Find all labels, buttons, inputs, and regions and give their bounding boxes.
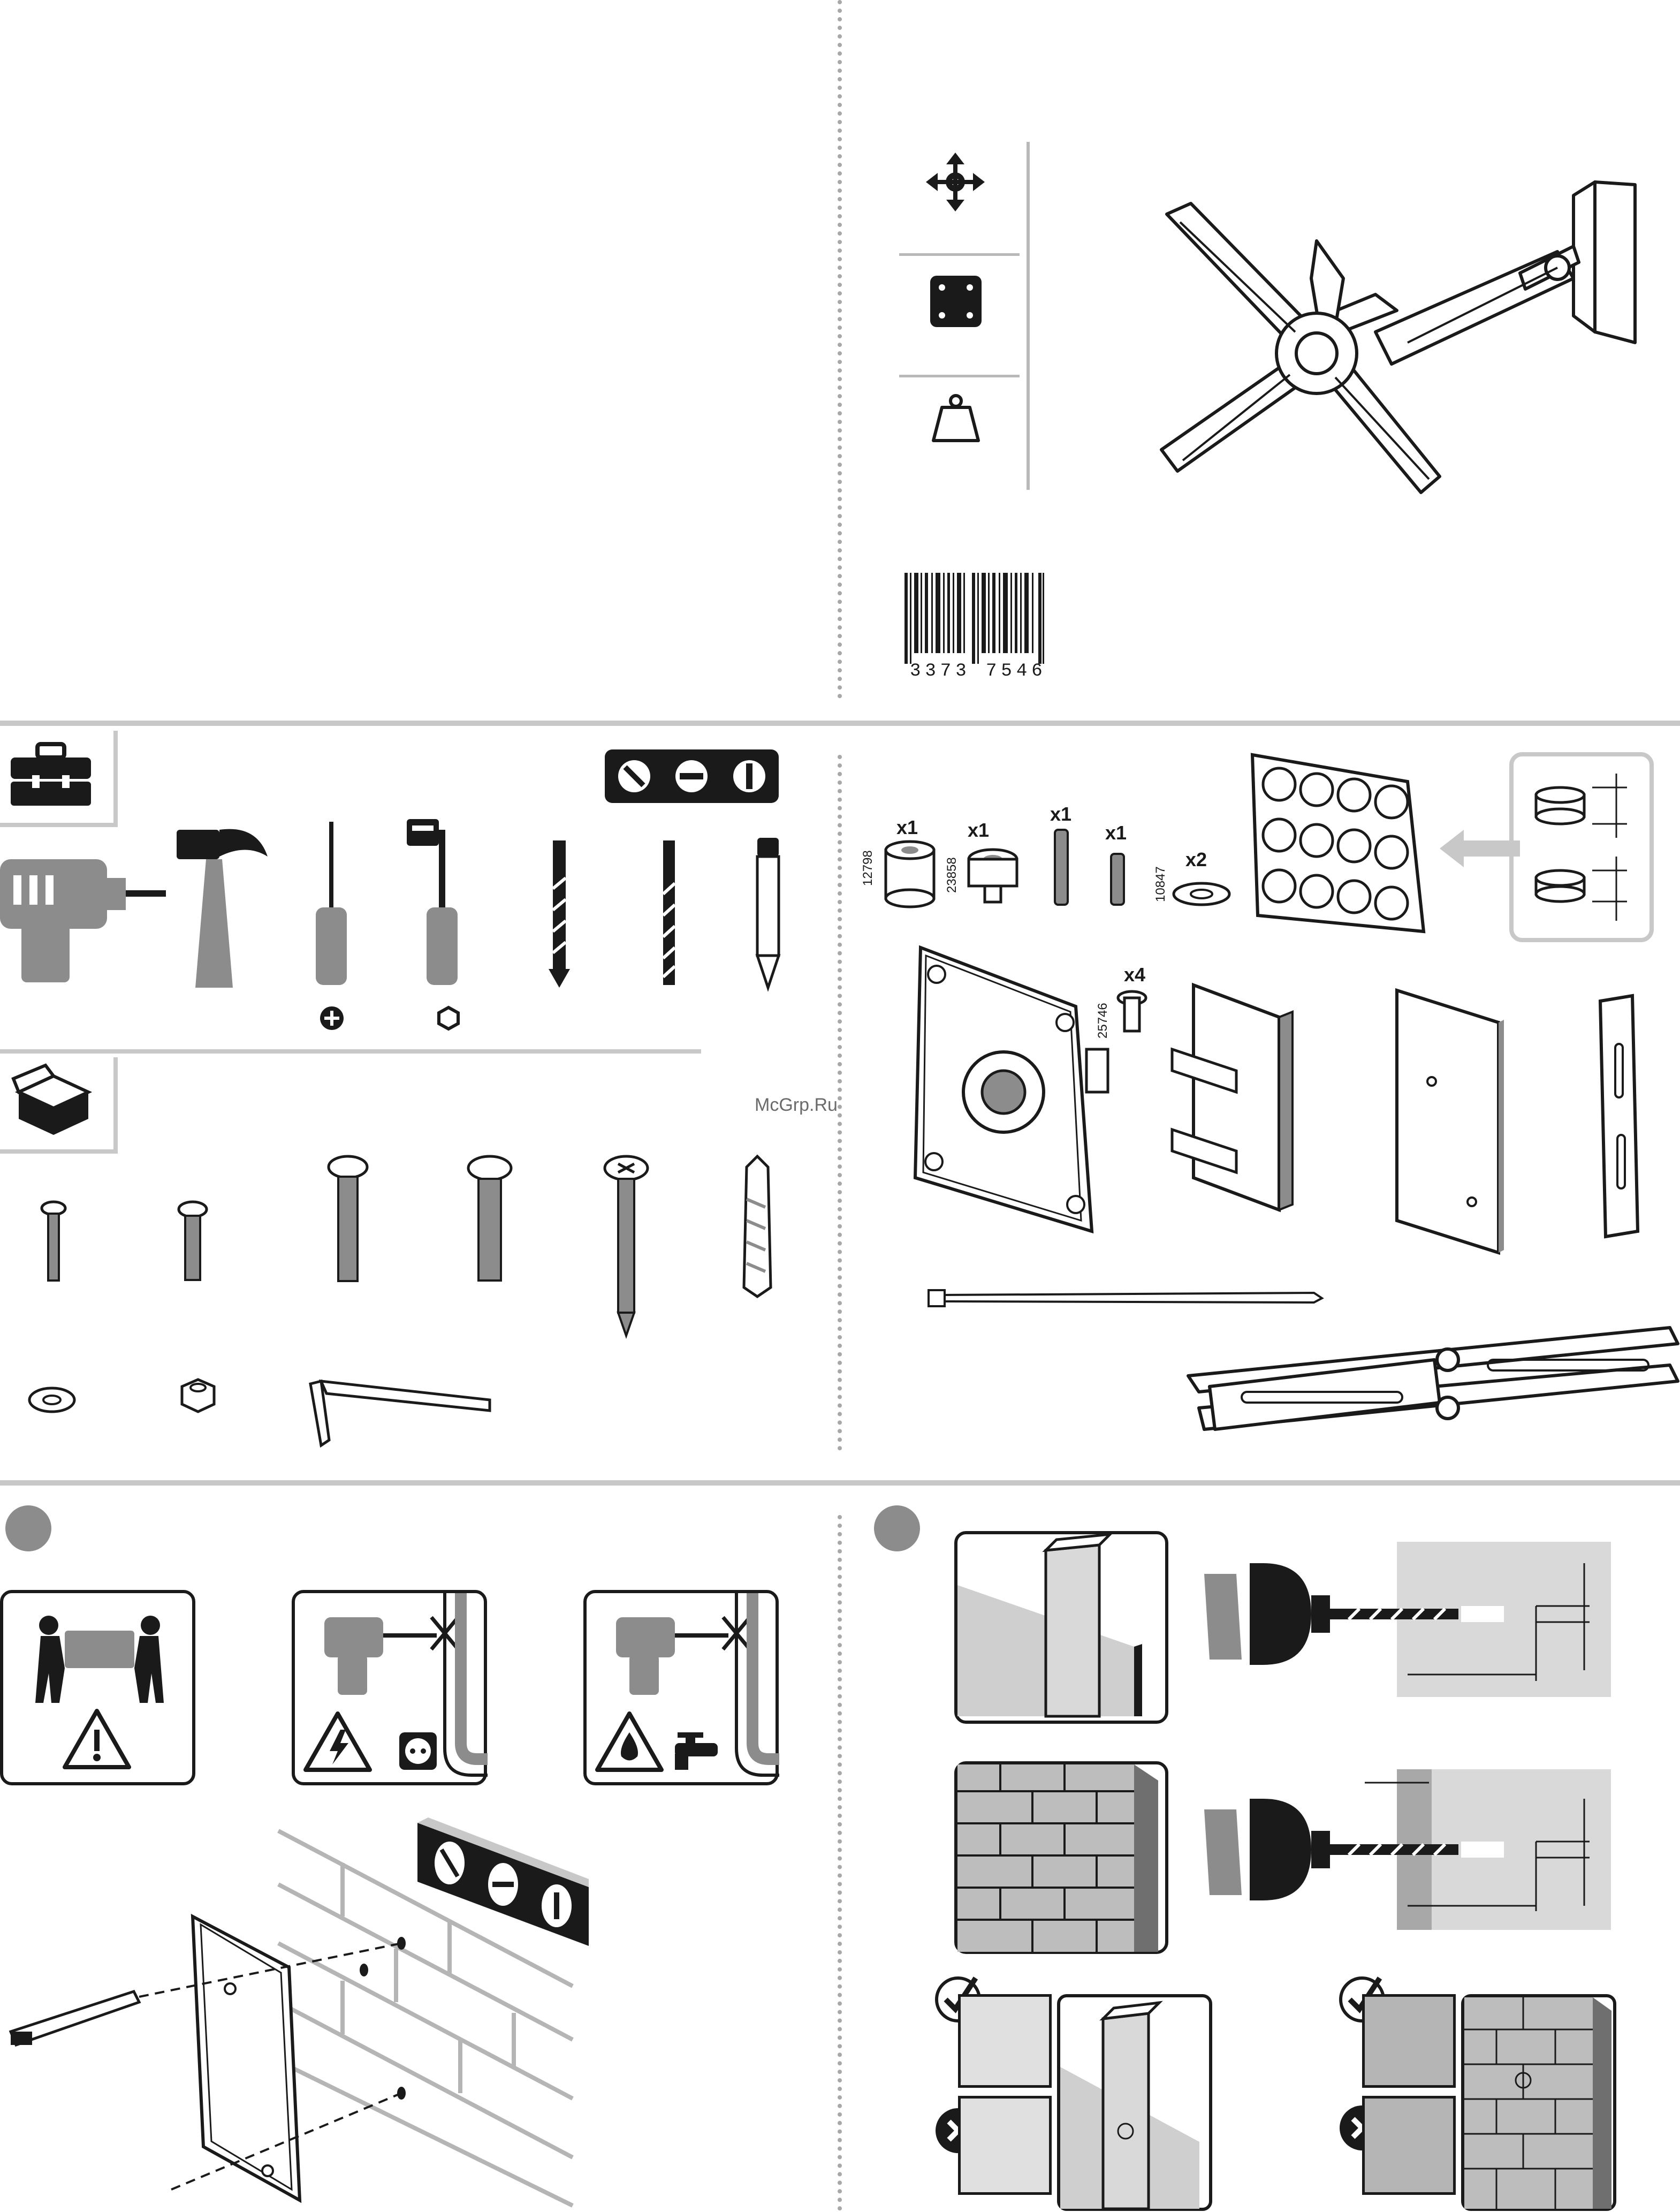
hex-nut [177,1378,219,1413]
drill-icon [0,854,166,988]
qty-cap-screw: x4 [1124,964,1145,986]
warning-electric-panel [292,1590,487,1785]
hex-key-tool-icon [404,819,458,988]
lag-bolt [602,1156,650,1336]
extension-arm [1188,1322,1680,1451]
faucet-icon [675,1730,728,1772]
pencil-icon [755,838,781,988]
open-box-icon [13,1065,94,1135]
masonry-drill-bit-icon [543,840,575,988]
screw-m8-long [466,1156,514,1282]
power-socket-icon [399,1732,437,1770]
vesa-plate-part [904,942,1108,1253]
step-2-marker [874,1505,920,1551]
brick-wall-panel [954,1761,1168,1954]
watermark: McGrp.Ru [755,1095,838,1116]
spacer-small [966,849,1020,907]
screw-m4-short [40,1202,67,1282]
wood-stud-wall-panel [954,1531,1168,1724]
qty-threaded-rod-short: x1 [1105,822,1127,844]
weight-icon [931,393,980,443]
code-spacer-large: 12798 [861,850,876,886]
code-spacer-small: 23858 [945,857,960,893]
feature-row-separator-2 [899,375,1020,377]
electric-warning-icon [303,1711,373,1772]
wood-stud-detail-icon [1060,1997,1210,2209]
water-warning-icon [595,1711,664,1772]
wood-stud-detail-panel [1057,1994,1212,2211]
wood-correct-thumb [958,1994,1052,2088]
brick-detail-icon [1464,1997,1614,2209]
threaded-rod-short [1107,854,1128,905]
hex-head-icon [437,1006,460,1030]
vertical-divider-bottom [838,1515,842,2211]
barcode-digits: 3373 7546 [910,661,1047,681]
cable-tie [929,1287,1322,1309]
qty-washer: x2 [1185,849,1207,871]
brick-correct-thumb [1362,1994,1456,2088]
mounting-bracket [1172,985,1295,1210]
brick-incorrect-thumb [1362,2096,1456,2195]
tv-wall-mount-illustration [1151,171,1643,514]
phillips-screwdriver-icon [313,822,351,988]
feature-column-separator [1027,142,1030,490]
toolbox-icon [8,739,94,808]
pointer-arrow [1440,830,1520,867]
screw-m5-short [177,1202,209,1282]
qty-spacer-small: x1 [968,819,989,842]
screw-m6-long [326,1156,369,1282]
qty-spacer-large: x1 [896,816,918,839]
spacer-tray [1247,755,1424,942]
section-divider-2 [0,1480,1680,1486]
brick-detail-panel [1461,1994,1616,2211]
phillips-head-icon [320,1006,344,1030]
warning-triangle-icon [62,1708,132,1770]
wood-drill-bit-icon [656,840,682,985]
code-washer: 10847 [1153,866,1168,902]
wall-anchor [739,1156,776,1298]
allen-key [310,1378,492,1448]
wall-conduit-icon [439,1593,488,1786]
tools-divider [0,1049,701,1054]
section-divider-1 [0,721,1680,726]
spacer-detail-drawing [1531,774,1632,923]
wood-incorrect-thumb [958,2096,1052,2195]
step-1-marker [5,1505,51,1551]
drill-wood-depth-diagram [1204,1563,1627,1670]
brick-wall-icon [957,1764,1166,1952]
wall-plate [1392,990,1509,1258]
washer-part [1172,881,1231,907]
two-person-lift-icon [27,1615,172,1703]
warning-two-person-panel [0,1590,195,1785]
threaded-rod-long [1051,830,1072,905]
spirit-level-on-wall [417,1817,589,1951]
vesa-plate-icon [930,276,982,327]
qty-threaded-rod-long: x1 [1050,803,1071,825]
warning-water-panel [583,1590,779,1785]
vertical-divider-middle [838,755,842,1451]
drill-brick-depth-diagram [1204,1799,1627,1906]
washer [28,1387,76,1413]
wood-stud-wall-icon [957,1534,1166,1722]
vertical-divider-top [838,0,842,699]
spacer-large [883,840,937,907]
four-way-arrows-icon [926,153,985,211]
wall-pipe-icon [731,1593,779,1786]
spirit-level-icon [605,749,779,803]
hammer-icon [177,824,268,988]
feature-row-separator-1 [899,253,1020,256]
cap-screw [1116,990,1148,1033]
slotted-arm-bar [1595,996,1643,1242]
